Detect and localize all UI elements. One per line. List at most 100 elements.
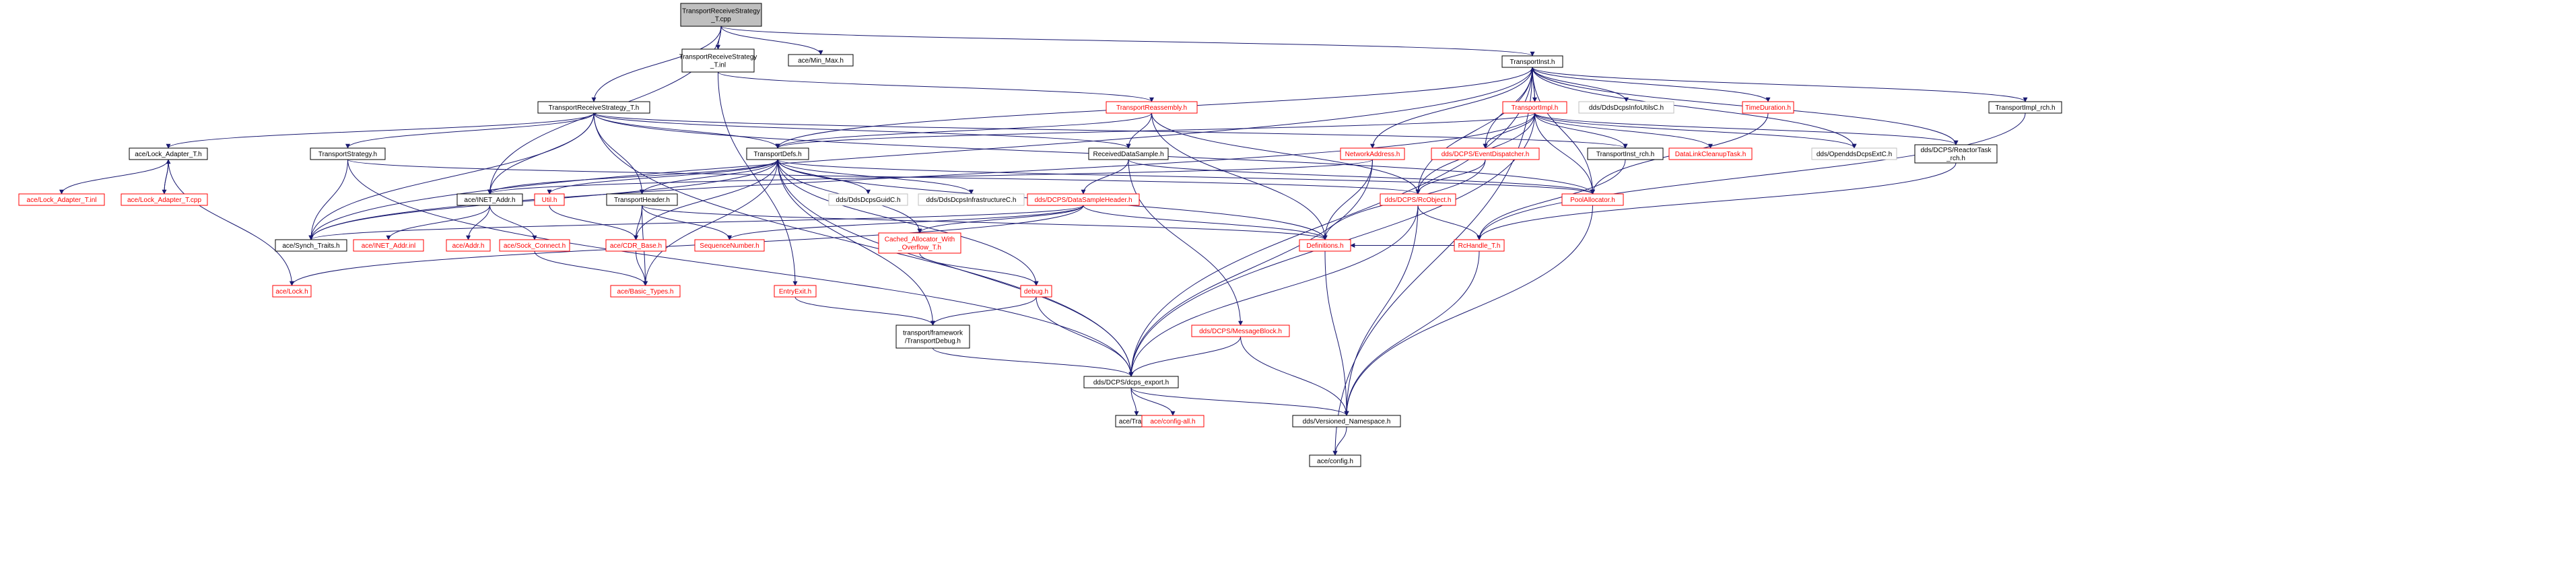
file-node-box	[681, 48, 755, 73]
file-node[interactable]: dds/Versioned_Namespace.h	[1292, 415, 1401, 428]
file-node[interactable]: TransportHeader.h	[606, 193, 678, 206]
file-node-box	[828, 193, 908, 206]
file-node[interactable]: dds/DCPS/dcps_export.h	[1083, 376, 1179, 388]
file-node[interactable]: dds/DdsDcpsGuidC.h	[828, 193, 908, 206]
file-node[interactable]: SequenceNumber.h	[694, 239, 765, 252]
dependency-edge	[1532, 67, 1629, 102]
file-node-label: SequenceNumber.h	[700, 242, 759, 250]
file-node[interactable]: Cached_Allocator_With_Overflow_T.h	[878, 232, 961, 254]
file-node[interactable]: TransportDefs.h	[746, 147, 809, 160]
dependency-edge	[1532, 67, 2028, 102]
file-node[interactable]: dds/DCPS/RcObject.h	[1380, 193, 1456, 206]
dependency-edge	[308, 112, 595, 240]
dependency-edge	[164, 159, 171, 195]
file-node[interactable]: ReceivedDataSample.h	[1088, 147, 1169, 160]
dependency-edge	[1534, 112, 1595, 195]
file-node[interactable]: ace/INET_Addr.inl	[353, 239, 424, 252]
file-node[interactable]: dds/DdsDcpsInfrastructureC.h	[918, 193, 1025, 206]
file-node-box	[774, 285, 817, 298]
dependency-edge	[777, 159, 1134, 377]
file-node[interactable]: RcHandle_T.h	[1454, 239, 1505, 252]
file-node-box	[1668, 147, 1753, 160]
file-node[interactable]: ace/Sock_Connect.h	[499, 239, 570, 252]
file-node-label: ace/Basic_Types.h	[617, 288, 674, 296]
file-node[interactable]: ace/Lock_Adapter_T.inl	[18, 193, 105, 206]
dependency-edge	[591, 26, 722, 102]
file-node[interactable]: dds/DCPS/EventDispatcher.h	[1431, 147, 1540, 160]
file-node-label: DataLinkCleanupTask.h	[1675, 151, 1747, 158]
file-node-label: dds/OpenddsDcpsExtC.h	[1817, 151, 1892, 158]
file-node-label: ReceivedDataSample.h	[1093, 151, 1163, 158]
file-node-label: EntryExit.h	[779, 288, 811, 296]
file-node-box	[499, 239, 570, 252]
dependency-edge	[1415, 159, 1486, 195]
file-node[interactable]: dds/DCPS/DataSampleHeader.h	[1027, 193, 1140, 206]
file-node[interactable]: ace/Addr.h	[446, 239, 491, 252]
file-node-box	[1299, 239, 1351, 252]
file-node-box	[680, 3, 762, 27]
dependency-edge	[1151, 112, 1421, 195]
file-node[interactable]: dds/DCPS/MessageBlock.h	[1191, 325, 1290, 337]
file-node-label: TransportInst.h	[1510, 59, 1555, 66]
file-node-label: TransportReassembly.h	[1116, 104, 1187, 112]
file-node[interactable]: ace/Min_Max.h	[788, 54, 854, 67]
file-node[interactable]: TimeDuration.h	[1742, 101, 1794, 114]
file-node-box	[1587, 147, 1664, 160]
file-node-box	[918, 193, 1025, 206]
dependency-edge	[347, 159, 1134, 377]
dependency-edge	[640, 159, 778, 195]
dependency-edge	[547, 159, 778, 195]
file-node[interactable]: TransportImpl.h	[1502, 101, 1567, 114]
file-node[interactable]: TransportImpl_rch.h	[1988, 101, 2062, 114]
dependency-edges	[59, 26, 2028, 456]
file-node[interactable]: ace/INET_Addr.h	[456, 193, 523, 206]
file-node[interactable]: Definitions.h	[1299, 239, 1351, 252]
file-node[interactable]: TransportStrategy.h	[310, 147, 386, 160]
dependency-edge	[347, 159, 1421, 195]
file-node[interactable]: ace/Lock_Adapter_T.h	[129, 147, 208, 160]
dependency-edge	[1324, 250, 1349, 416]
dependency-edge	[1534, 112, 1959, 145]
dependency-edge	[720, 26, 1535, 57]
dependency-edge	[636, 250, 648, 286]
file-node[interactable]: debug.h	[1020, 285, 1052, 298]
file-node[interactable]: NetworkAddress.h	[1340, 147, 1405, 160]
file-node[interactable]: TransportReassembly.h	[1106, 101, 1198, 114]
dependency-edge	[919, 252, 1039, 286]
file-node-label: dds/DdsDcpsGuidC.h	[836, 197, 900, 204]
file-node[interactable]: TransportReceiveStrategy_T.h	[537, 101, 650, 114]
file-node-box	[895, 325, 970, 349]
dependency-edge	[1344, 205, 1419, 416]
file-node[interactable]: ace/config.h	[1309, 454, 1361, 467]
file-node[interactable]: Util.h	[534, 193, 565, 206]
file-node[interactable]: dds/OpenddsDcpsExtC.h	[1811, 147, 1897, 160]
file-node[interactable]: ace/CDR_Base.h	[605, 239, 667, 252]
file-node-label: _rch.h	[1946, 155, 1965, 162]
file-node[interactable]: ace/config-all.h	[1141, 415, 1205, 428]
dependency-edge	[1128, 159, 1373, 377]
file-node-box	[1742, 101, 1794, 114]
file-node-label: TransportInst_rch.h	[1596, 151, 1654, 158]
file-node[interactable]: ace/Lock.h	[272, 285, 312, 298]
file-node[interactable]: ace/Lock_Adapter_T.cpp	[121, 193, 208, 206]
file-node[interactable]: TransportReceiveStrategy_T.inl	[679, 48, 757, 73]
dependency-edge	[386, 205, 490, 240]
dependency-edge	[168, 159, 294, 286]
dependency-edge	[1532, 67, 1595, 195]
file-node[interactable]: dds/DCPS/ReactorTask_rch.h	[1914, 144, 1998, 164]
dependency-edge	[487, 159, 1373, 195]
file-node[interactable]: ace/Synch_Traits.h	[275, 239, 347, 252]
file-node[interactable]: transport/framework/TransportDebug.h	[895, 325, 970, 349]
file-node-box	[1309, 454, 1361, 467]
file-node[interactable]: dds/DdsDcpsInfoUtilsC.h	[1578, 101, 1674, 114]
file-node-label: TransportReceiveStrategy_T.h	[549, 104, 640, 112]
file-node-box	[310, 147, 386, 160]
file-node[interactable]: TransportInst_rch.h	[1587, 147, 1664, 160]
file-node-label: ace/Min_Max.h	[798, 57, 844, 65]
file-node[interactable]: PoolAllocator.h	[1561, 193, 1624, 206]
file-node-box	[1106, 101, 1198, 114]
file-node[interactable]: DataLinkCleanupTask.h	[1668, 147, 1753, 160]
file-node[interactable]: ace/Basic_Types.h	[610, 285, 681, 298]
file-node[interactable]: TransportInst.h	[1501, 55, 1563, 68]
file-node[interactable]: EntryExit.h	[774, 285, 817, 298]
